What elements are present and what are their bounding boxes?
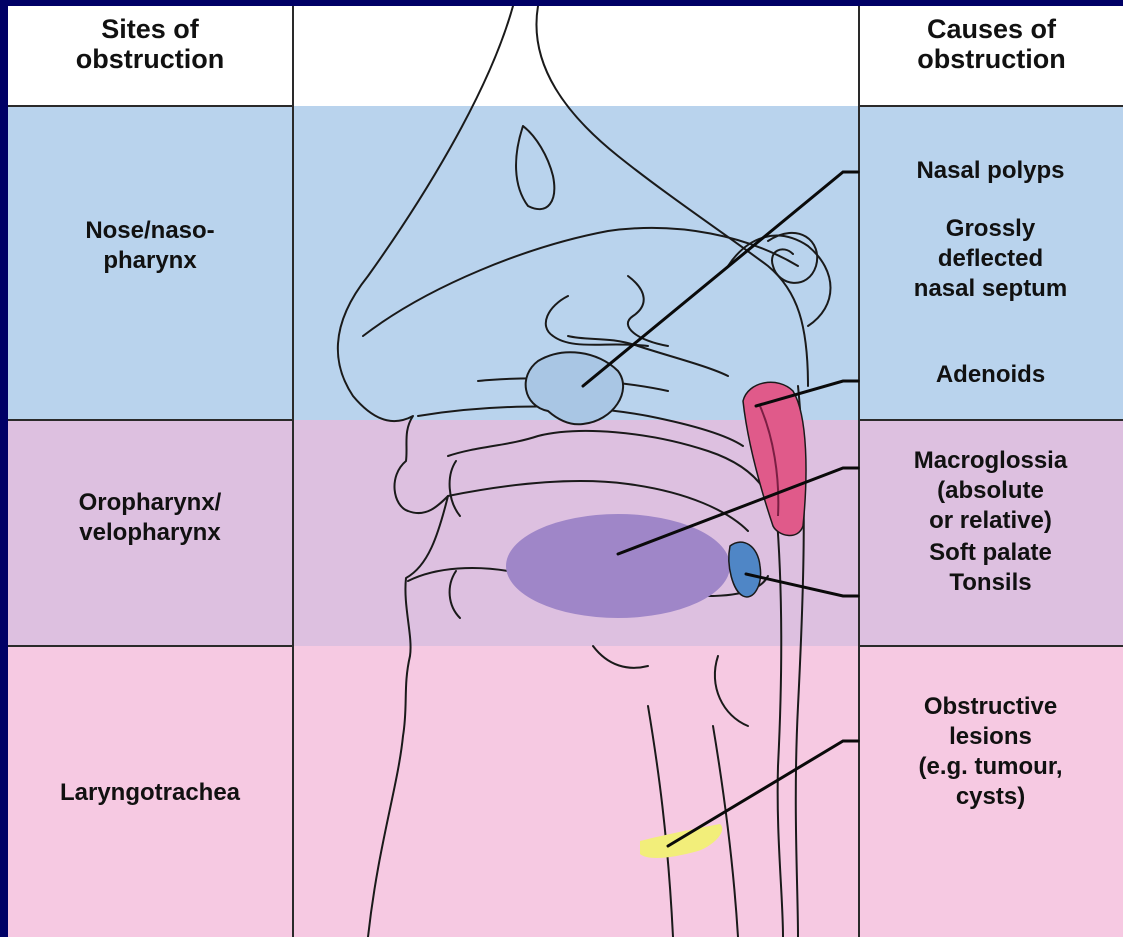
- pointer-macroglossia: [618, 468, 858, 554]
- epiglottis-curve: [715, 656, 748, 726]
- nasal-bone-detail: [516, 126, 554, 209]
- nasal-cavity-roof: [363, 228, 798, 336]
- hyoid-outline: [593, 646, 648, 668]
- posterior-pharynx-line-2: [773, 476, 783, 937]
- concha-middle: [628, 276, 668, 346]
- tongue-shape: [506, 514, 730, 618]
- sphenoid-curl: [768, 233, 817, 283]
- oral-cavity-outline: [448, 431, 768, 496]
- pointer-nasal-polyps: [583, 172, 858, 386]
- skull-base-outline: [536, 6, 808, 386]
- lip-lower: [450, 571, 460, 618]
- face-profile-outline: [338, 6, 513, 937]
- larynx-front-line: [648, 706, 673, 937]
- airway-anatomy-illustration: [8, 6, 1123, 937]
- tonsil-shape: [729, 542, 761, 597]
- lip-upper: [450, 461, 460, 516]
- pointer-lesions: [668, 741, 858, 846]
- lesion-shape: [640, 824, 722, 858]
